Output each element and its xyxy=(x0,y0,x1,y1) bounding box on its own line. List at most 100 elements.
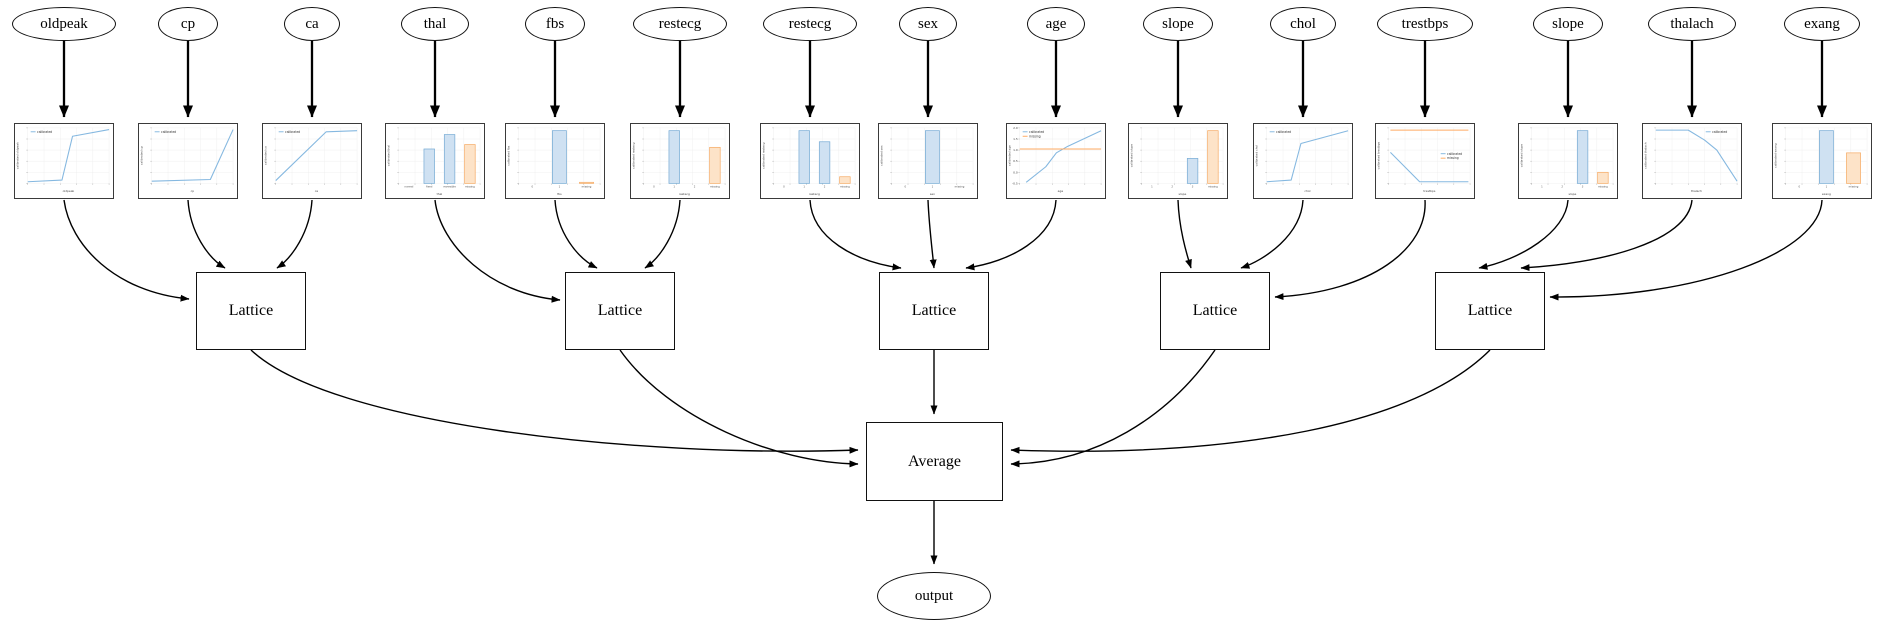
y-axis-label: calibrated trestbps xyxy=(1376,141,1380,169)
x-category-label: 2 xyxy=(1561,184,1563,188)
y-axis-label: calibrated oldpeak xyxy=(15,142,19,169)
bar-fixed xyxy=(423,148,435,184)
bar-3 xyxy=(1576,130,1589,184)
x-axis-label: exang xyxy=(1822,192,1831,196)
feature-ellipse-age-8: age xyxy=(1027,7,1085,41)
average-box: Average xyxy=(866,422,1003,501)
x-axis-label: fbs xyxy=(557,192,562,196)
plot-area xyxy=(773,127,856,184)
legend-label: calibrated xyxy=(1276,130,1291,134)
x-category-label: missing xyxy=(840,184,850,188)
x-category-label: 1 xyxy=(803,184,805,188)
feature-label: thal xyxy=(423,15,447,32)
y-axis-label: calibrated exang xyxy=(1773,143,1777,168)
x-category-label: 0 xyxy=(904,184,906,188)
x-category-label: 2 xyxy=(824,184,826,188)
x-category-label: missing xyxy=(710,184,720,188)
bar-missing xyxy=(1597,171,1609,184)
y-axis-label: calibrated chol xyxy=(1254,145,1258,167)
y-tick-label: 0.0 xyxy=(1013,170,1018,174)
plot-area xyxy=(27,127,110,184)
y-axis-label: calibrated sex xyxy=(879,145,883,166)
y-axis-label: calibrated restecg xyxy=(631,142,635,169)
feature-ellipse-thalach-13: thalach xyxy=(1648,7,1736,41)
bar-missing xyxy=(1207,130,1219,184)
x-category-label: 0 xyxy=(531,184,533,188)
edge-lattice-2-to-average xyxy=(619,349,859,468)
series-calibrated xyxy=(1390,151,1469,183)
feature-ellipse-slope-12: slope xyxy=(1533,7,1603,41)
x-category-label: missing xyxy=(1598,184,1608,188)
x-category-label: missing xyxy=(955,184,965,188)
x-axis-label: age xyxy=(1058,189,1064,193)
feature-label: sex xyxy=(918,15,938,32)
bar-1 xyxy=(798,130,810,184)
plot-area xyxy=(151,127,234,184)
x-category-label: 1 xyxy=(1826,184,1828,188)
legend-label: calibrated xyxy=(1029,130,1044,134)
y-axis-label: calibrated cp xyxy=(139,146,143,165)
x-category-label: missing xyxy=(1849,184,1859,188)
series-calibrated xyxy=(1025,130,1102,183)
feature-ellipse-fbs-4: fbs xyxy=(525,7,585,41)
bar-3 xyxy=(1186,158,1199,184)
feature-ellipse-exang-14: exang xyxy=(1784,7,1860,41)
feature-ellipse-restecg-6: restecg xyxy=(763,7,857,41)
feature-label: ca xyxy=(305,15,319,32)
x-axis-label: cp xyxy=(191,189,195,193)
plot-area xyxy=(1266,127,1349,184)
feature-label: age xyxy=(1045,15,1067,32)
feature-label: fbs xyxy=(545,15,565,32)
x-category-label: missing xyxy=(1208,184,1218,188)
edge-chart-sex-to-lattice-3 xyxy=(927,199,937,269)
series-calibrated xyxy=(275,130,358,181)
bar-missing xyxy=(464,144,476,184)
bar-2 xyxy=(818,141,831,184)
lattice-label: Lattice xyxy=(911,302,957,319)
y-axis-label: calibrated thal xyxy=(386,145,390,166)
edge-chart-restecg-to-lattice-2 xyxy=(644,199,681,269)
bar-1 xyxy=(925,130,940,184)
edge-chart-restecg-to-lattice-3 xyxy=(809,199,902,271)
y-tick-label: 1.0 xyxy=(1013,148,1018,152)
legend-label: calibrated xyxy=(1712,130,1727,134)
x-category-label: 0 xyxy=(783,184,785,188)
y-axis-label: calibrated slope xyxy=(1129,144,1133,167)
lattice-box-1: Lattice xyxy=(196,272,306,350)
x-axis-label: slope xyxy=(1569,192,1577,196)
edge-lattice-5-to-average xyxy=(1010,349,1491,454)
bar-missing xyxy=(1846,152,1861,184)
feature-ellipse-slope-9: slope xyxy=(1143,7,1213,41)
bar-1 xyxy=(552,130,567,184)
feature-ellipse-restecg-5: restecg xyxy=(633,7,727,41)
feature-label: exang xyxy=(1804,15,1840,32)
lattice-box-4: Lattice xyxy=(1160,272,1270,350)
plot-area xyxy=(1655,127,1738,184)
x-category-label: 1 xyxy=(1151,184,1153,188)
x-category-label: 0 xyxy=(1798,184,1800,188)
x-category-label: 2 xyxy=(1171,184,1173,188)
y-axis-label: calibrated restecg xyxy=(761,142,765,169)
feature-label: oldpeak xyxy=(40,15,88,32)
output-label: output xyxy=(914,587,954,604)
edge-chart-slope-to-lattice-5 xyxy=(1478,199,1569,270)
edge-lattice-1-to-average xyxy=(250,349,859,454)
feature-ellipse-chol-10: chol xyxy=(1270,7,1336,41)
legend-label: calibrated xyxy=(1447,152,1462,156)
y-tick-label: 0.5 xyxy=(1013,159,1018,163)
x-axis-label: oldpeak xyxy=(63,189,75,193)
calibration-plot-trestbps: calibrated trestbpstrestbpscalibratedmis… xyxy=(1376,127,1471,193)
